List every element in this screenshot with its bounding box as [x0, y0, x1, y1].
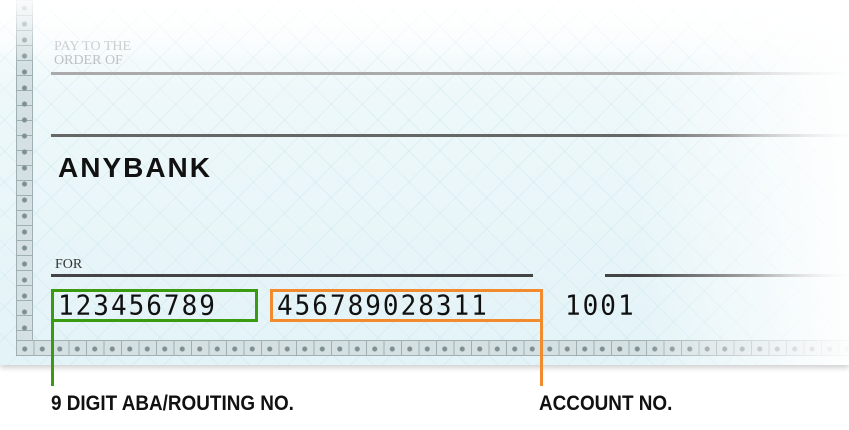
routing-highlight-box [51, 289, 258, 322]
pay-to-line2: ORDER OF [54, 53, 123, 68]
routing-caption: 9 DIGIT ABA/ROUTING NO. [51, 392, 294, 415]
bank-name: ANYBANK [58, 152, 212, 183]
check-bottom-border [16, 340, 849, 356]
routing-leader-line [51, 320, 54, 386]
check-left-border [16, 0, 33, 356]
account-highlight-box [270, 289, 543, 322]
check-number: 1001 [565, 290, 636, 322]
memo-line [51, 274, 533, 277]
account-leader-line [540, 320, 543, 386]
for-label: FOR [55, 257, 83, 272]
account-caption: ACCOUNT NO. [539, 392, 673, 415]
pay-to-label: PAY TO THE ORDER OF [54, 40, 131, 68]
pay-to-line1: PAY TO THE [54, 39, 132, 54]
payee-line [51, 72, 849, 75]
amount-line [51, 134, 849, 137]
signature-line [605, 274, 849, 277]
